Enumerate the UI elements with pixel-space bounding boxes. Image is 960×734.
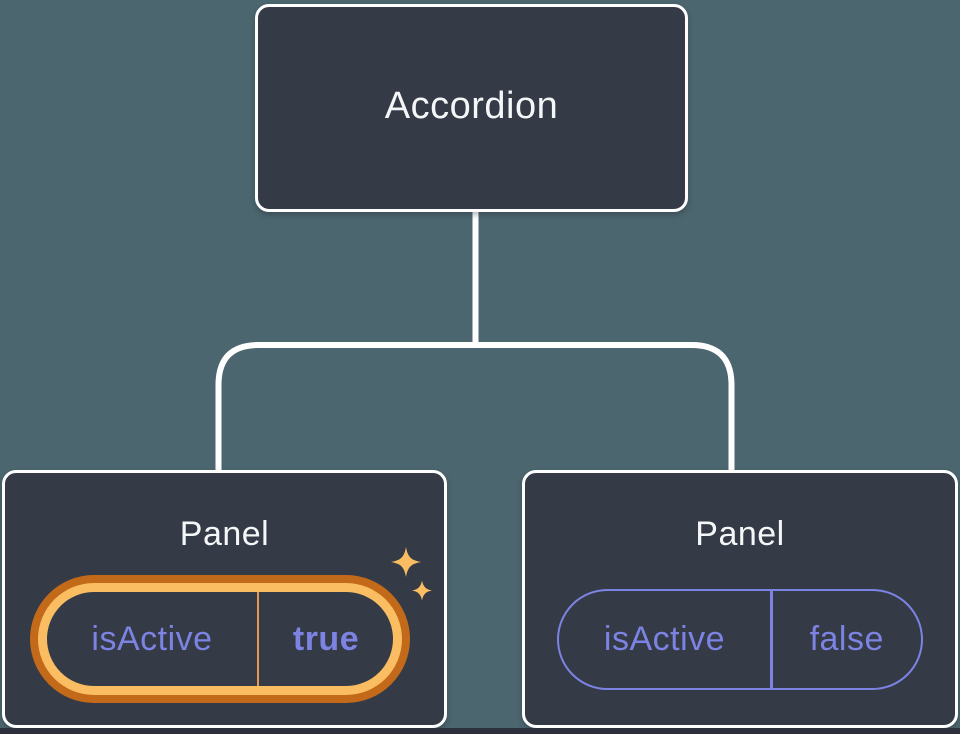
state-name-cell: isActive (47, 592, 257, 686)
state-name-cell: isActive (559, 591, 770, 688)
sparkles-icon (391, 547, 432, 601)
sparkle-icon-large (391, 547, 421, 577)
state-name-label: isActive (91, 619, 213, 658)
state-value-label: true (292, 619, 360, 658)
connector-branch (215, 342, 735, 470)
state-value-cell: false (773, 591, 922, 688)
state-pill-active: isActive true (47, 592, 393, 686)
state-value-label: false (809, 620, 884, 658)
pill-divider (257, 592, 259, 686)
panel-node-label: Panel (695, 515, 785, 553)
state-value-cell: true (259, 592, 393, 686)
panel-node-label: Panel (179, 515, 270, 553)
pill-divider (770, 591, 773, 688)
state-pill-inactive: isActive false (557, 589, 923, 690)
state-name-label: isActive (603, 620, 726, 658)
accordion-node-label: Accordion (384, 84, 559, 127)
sparkle-icon-small (412, 580, 432, 601)
bottom-edge-strip (0, 728, 960, 734)
accordion-node: Accordion (255, 4, 688, 212)
